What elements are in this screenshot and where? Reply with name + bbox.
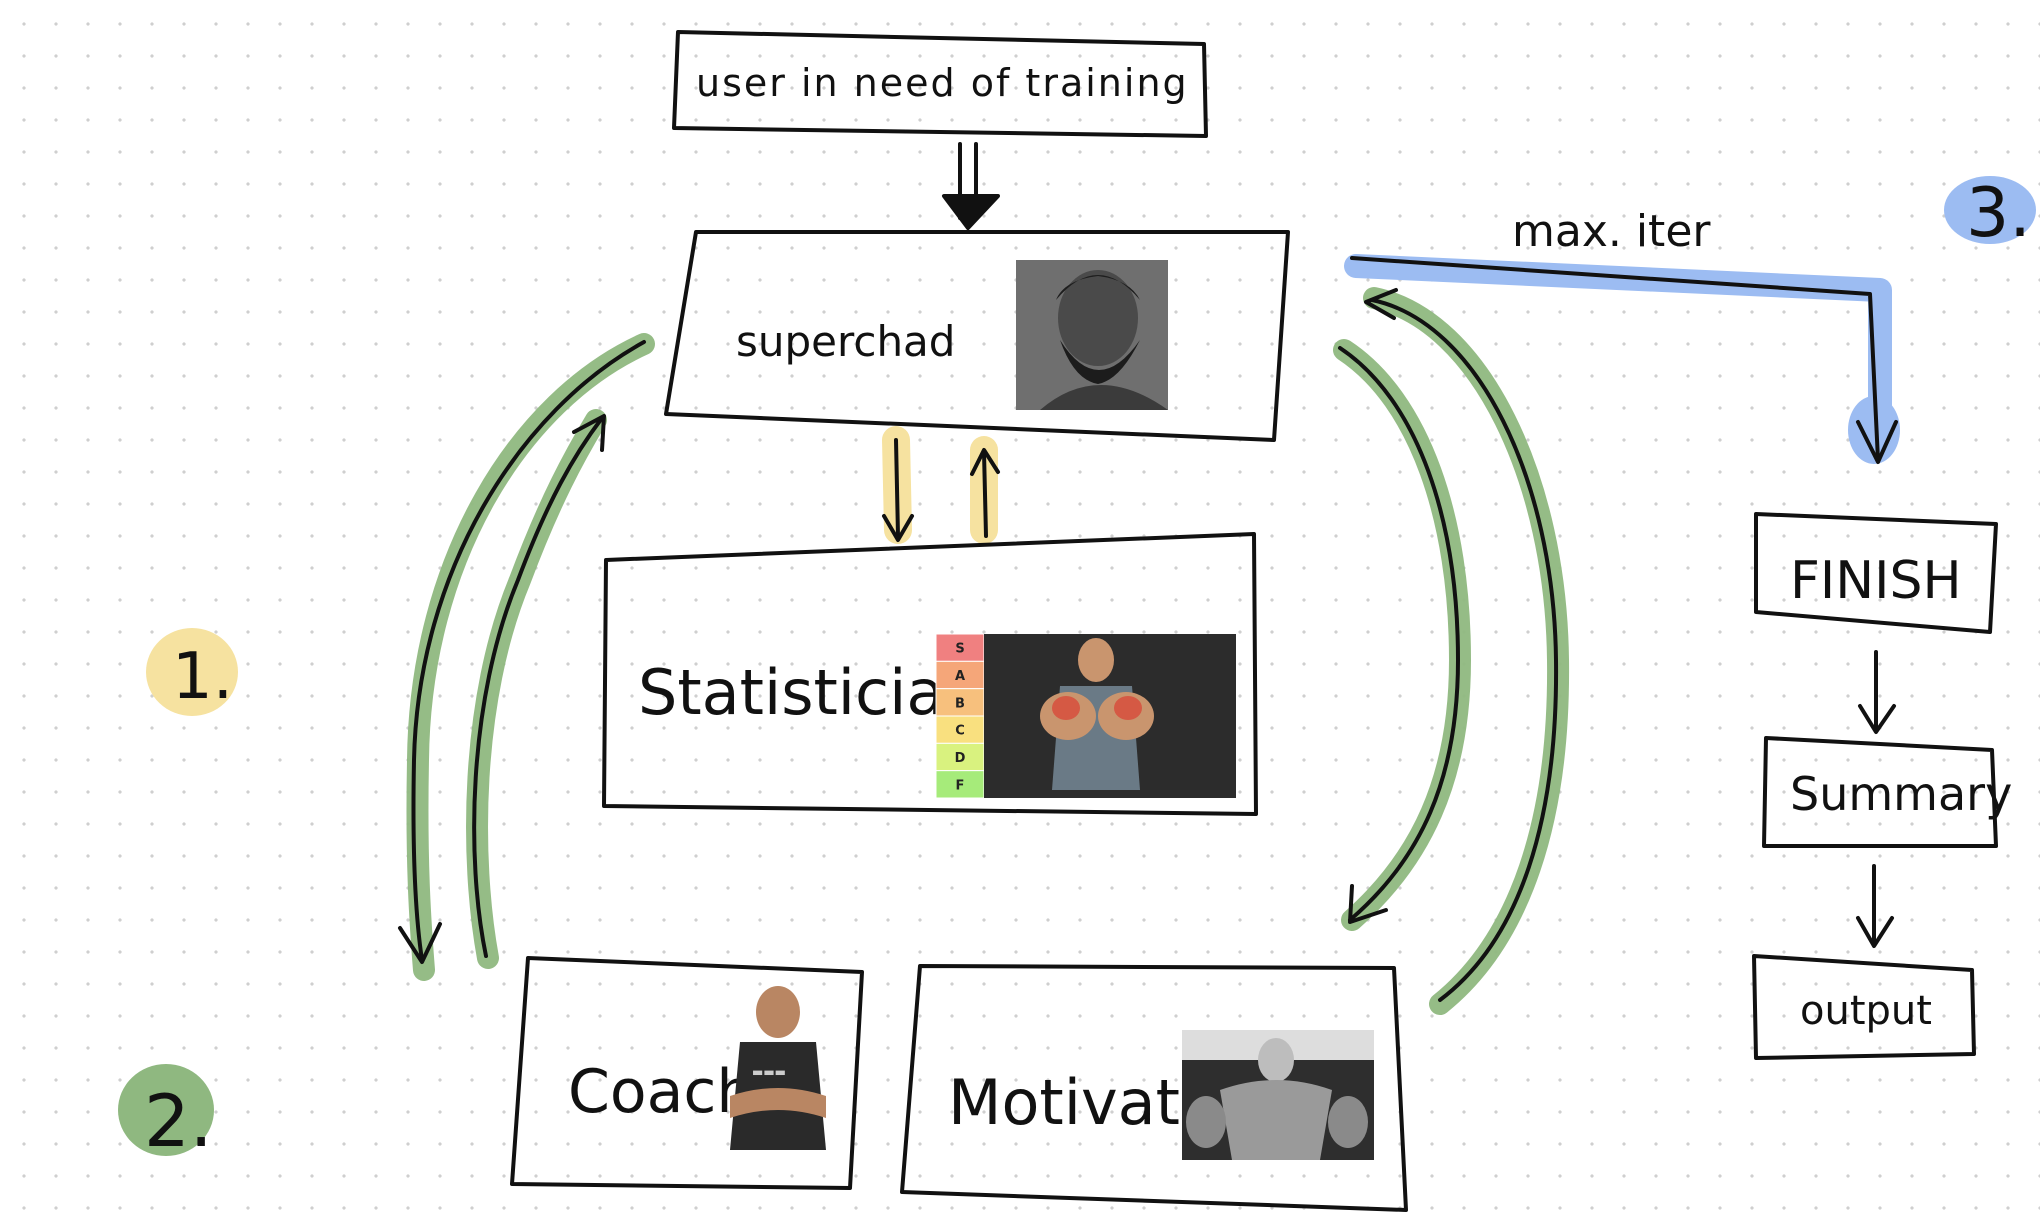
step-marker-1: 1. [146, 628, 238, 716]
node-summary: Summary [1762, 736, 2012, 848]
node-finish: FINISH [1754, 512, 1998, 634]
coach-photo: ▬▬▬ [730, 986, 826, 1150]
node-output: output [1752, 954, 1976, 1060]
node-motivator: Motivator [900, 964, 1408, 1212]
node-superchad-label: superchad [736, 317, 955, 366]
arrow-coach-to-superchad [472, 414, 606, 958]
tier-row-f [935, 770, 985, 799]
tier-row-c [935, 715, 985, 744]
node-user-label: user in need of training [696, 61, 1189, 105]
tier-label-c: C [955, 724, 965, 739]
step-marker-3: 3. [1944, 174, 2036, 253]
node-coach-label: Coach [568, 1057, 754, 1127]
node-coach: Coach ▬▬▬ [510, 956, 864, 1190]
tier-label-s: S [955, 642, 964, 657]
arrow-user-to-superchad [942, 142, 1000, 230]
node-statistician-label: Statistician [638, 656, 984, 729]
tier-label-f: F [956, 778, 965, 793]
step-marker-2: 2. [118, 1064, 214, 1163]
arrow-motivator-to-superchad [1364, 288, 1559, 1002]
arrow-statistician-to-superchad [970, 448, 1000, 538]
svg-text:▬▬▬: ▬▬▬ [752, 1065, 786, 1079]
arrow-summary-to-output [1856, 864, 1894, 948]
arrow-finish-to-summary [1858, 650, 1896, 734]
arrow-superchad-to-coach [398, 340, 646, 964]
node-summary-label: Summary [1790, 767, 2012, 821]
node-superchad: superchad [664, 230, 1290, 442]
arrow-superchad-to-motivator [1338, 346, 1460, 924]
step-marker-1-label: 1. [172, 640, 233, 714]
edge-max-iter-label: max. iter [1512, 206, 1711, 257]
node-user: user in need of training [672, 30, 1208, 138]
tier-label-b: B [955, 696, 965, 711]
superchad-photo [1016, 260, 1168, 410]
tier-row-d [935, 742, 985, 772]
motivator-photo [1182, 1030, 1374, 1160]
step-marker-2-label: 2. [144, 1079, 213, 1163]
node-output-label: output [1800, 988, 1932, 1034]
arrow-superchad-to-statistician [882, 438, 914, 542]
highlight-right-down [1333, 339, 1471, 931]
tier-label-a: A [955, 669, 965, 684]
arrow-max-iter-to-finish: max. iter [1350, 206, 1898, 464]
node-finish-label: FINISH [1790, 551, 1962, 611]
highlight-max-iter-arrowhead [1848, 396, 1900, 464]
highlight-left-down [406, 333, 655, 981]
tier-label-d: D [955, 751, 966, 766]
statistician-photo [984, 634, 1236, 798]
highlight-max-iter [1344, 254, 1892, 452]
step-marker-3-label: 3. [1966, 174, 2031, 253]
